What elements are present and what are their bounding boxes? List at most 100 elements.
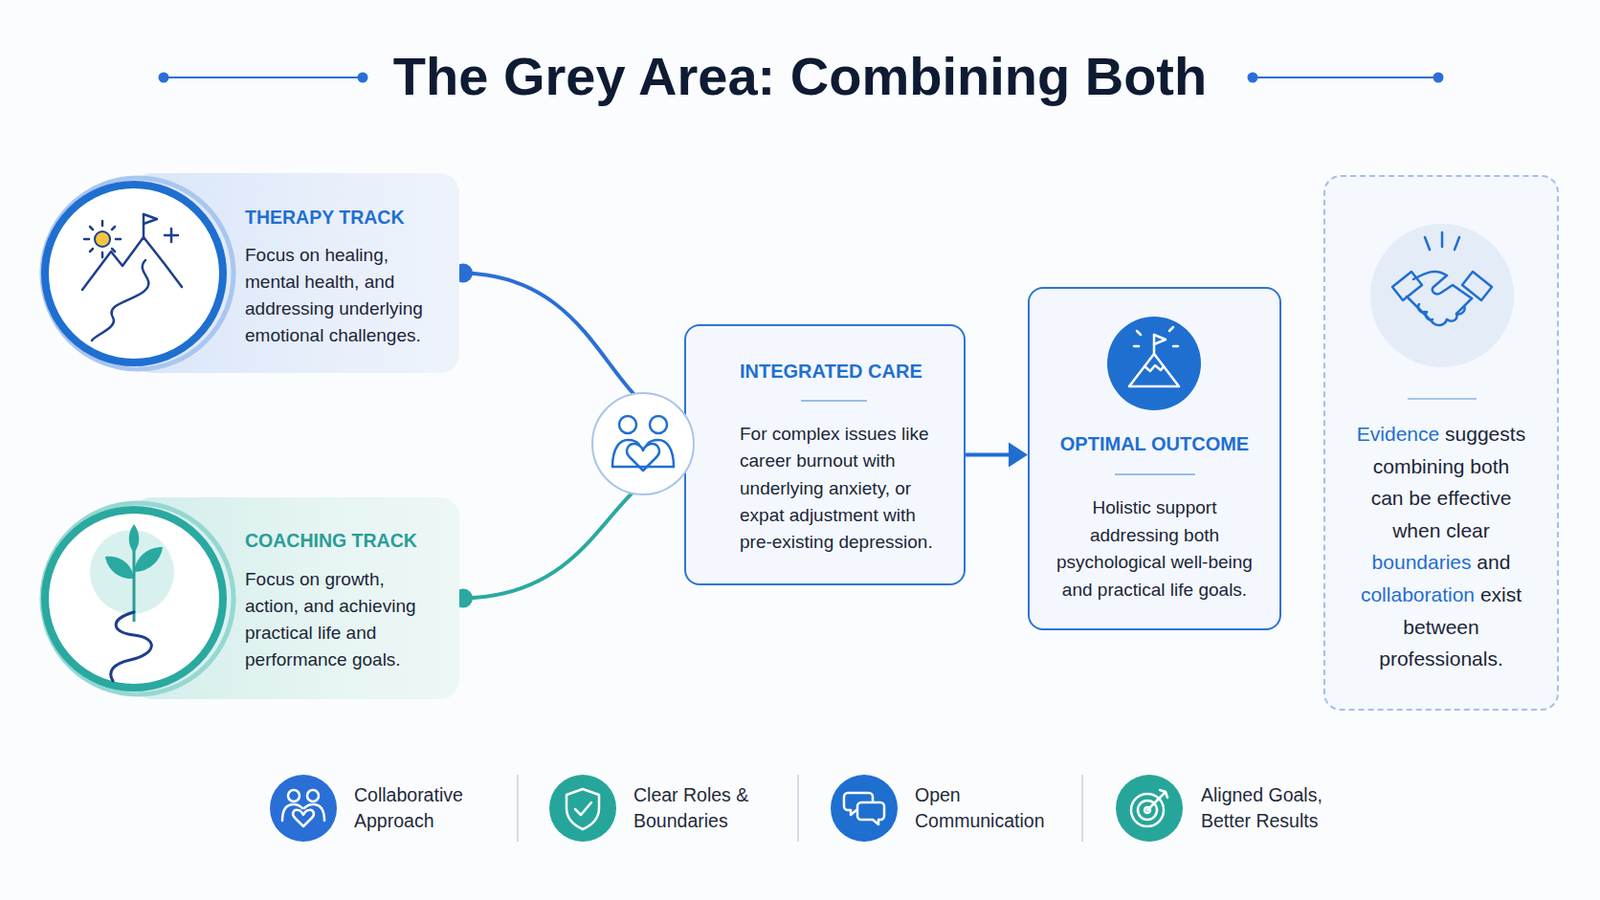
title-rule — [1252, 76, 1439, 79]
merge-circle-icon — [626, 444, 660, 471]
coaching-icon — [129, 524, 140, 554]
therapy-icon — [164, 234, 178, 238]
title-rule — [159, 73, 169, 83]
handshake-icon — [1406, 296, 1447, 326]
coaching-icon — [89, 530, 175, 615]
integrated-divider — [800, 400, 867, 402]
highlight-word: collaboration — [1360, 583, 1475, 606]
merge-circle-icon — [612, 466, 674, 469]
therapy-icon — [82, 237, 182, 290]
coaching-icon — [42, 503, 234, 695]
handshake-icon — [1446, 298, 1472, 322]
title-rule — [1248, 73, 1258, 83]
box-heading: INTEGRATED CARE — [739, 359, 962, 383]
integrated-divider — [800, 400, 867, 402]
handshake-icon — [1392, 232, 1492, 326]
target-icon — [1137, 800, 1157, 821]
coaching-icon — [105, 556, 134, 579]
handshake-icon — [1370, 223, 1514, 368]
outcome-icon — [1154, 334, 1166, 345]
shield-icon — [549, 775, 617, 843]
track-body: Focus on growth, action, and achieving p… — [244, 566, 437, 674]
collaborative-icon — [307, 790, 319, 802]
handshake-icon — [1413, 271, 1472, 299]
highlight-word: Evidence — [1356, 422, 1440, 445]
coaching-icon — [42, 503, 234, 695]
collaborative-icon — [288, 790, 300, 802]
diagram-title: The Grey Area: Combining Both — [0, 44, 1600, 110]
legend-separator — [516, 775, 519, 843]
outcome-icon — [1107, 316, 1201, 411]
therapy-icon — [84, 238, 89, 242]
therapy-icon — [142, 214, 146, 238]
merge-circle-icon — [592, 393, 694, 495]
therapy-icon — [89, 226, 93, 230]
therapy-icon — [44, 184, 223, 363]
outcome-icon — [1107, 316, 1201, 411]
handshake-icon — [1441, 232, 1445, 247]
therapy-icon — [101, 252, 105, 258]
therapy-track-box: THERAPY TRACK Focus on healing, mental he… — [133, 173, 460, 374]
coaching-icon — [133, 547, 163, 573]
legend-separator — [1081, 775, 1084, 843]
title-rule — [1434, 73, 1444, 83]
target-icon — [1147, 792, 1166, 811]
collaborative-icon — [292, 810, 314, 827]
title-rule — [163, 76, 363, 79]
handshake-icon — [1456, 306, 1466, 314]
legend-text: Clear Roles & Boundaries — [633, 782, 778, 835]
outcome-icon — [1136, 331, 1141, 335]
evidence-divider — [1407, 399, 1477, 400]
arrow-head — [1008, 443, 1028, 468]
therapy-icon — [111, 226, 115, 230]
therapy-icon — [42, 177, 234, 370]
highlight-word: boundaries — [1372, 551, 1472, 574]
merge-circle-icon — [646, 440, 674, 467]
target-icon — [1115, 775, 1183, 843]
box-body: For complex issues like career burnout w… — [739, 421, 941, 556]
merge-circle-icon — [612, 416, 674, 471]
outcome-icon — [1153, 334, 1156, 355]
coaching-icon — [133, 532, 136, 623]
therapy-icon — [111, 248, 115, 252]
shield-icon — [566, 789, 600, 830]
evidence-text: Evidence suggests combining both can be … — [1355, 418, 1528, 676]
connector — [453, 264, 685, 423]
legend-separator — [517, 775, 1083, 843]
evidence-divider — [1407, 398, 1477, 400]
collaborative-icon — [282, 790, 325, 827]
therapy-icon — [94, 231, 111, 247]
coaching-icon — [111, 612, 153, 682]
collaborative-icon — [269, 775, 337, 843]
handshake-icon — [1392, 271, 1423, 301]
title-rule — [159, 73, 1444, 83]
outcome-divider — [1114, 474, 1196, 476]
therapy-icon — [42, 177, 234, 370]
handshake-icon — [1425, 311, 1433, 320]
title-rule — [358, 73, 368, 83]
chat-icon — [857, 802, 885, 825]
outcome-icon — [1133, 345, 1139, 349]
merge-circle-icon — [649, 416, 667, 434]
shield-icon — [549, 775, 617, 843]
merge-circle-icon — [619, 416, 637, 434]
target-icon — [1159, 790, 1168, 799]
target-icon — [1131, 794, 1164, 827]
outcome-box: OPTIMAL OUTCOMEHolistic support addressi… — [1027, 287, 1282, 631]
track-heading: COACHING TRACK — [244, 529, 451, 553]
collaborative-icon — [304, 804, 325, 822]
therapy-icon — [82, 214, 182, 341]
track-body: Focus on healing, mental health, and add… — [244, 242, 437, 350]
handshake-icon — [1370, 223, 1514, 368]
outcome-icon — [1173, 345, 1178, 349]
therapy-icon — [143, 214, 157, 224]
track-heading: THERAPY TRACK — [244, 205, 451, 229]
connector — [453, 467, 685, 608]
connector-line — [459, 467, 685, 599]
therapy-icon — [89, 248, 93, 252]
shield-icon — [566, 789, 600, 830]
chat-icon — [844, 793, 873, 816]
outcome-icon — [1129, 327, 1179, 387]
legend-separator — [797, 775, 800, 843]
